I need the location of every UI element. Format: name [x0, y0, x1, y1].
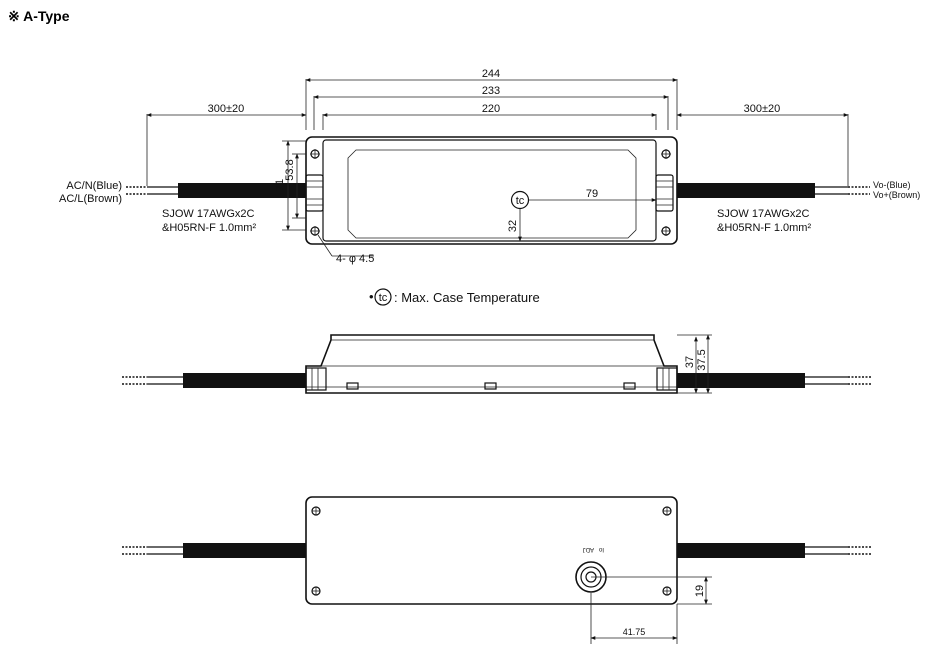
vent-slot [346, 382, 359, 390]
bottom-input-cable [183, 543, 306, 558]
housing-top [305, 136, 678, 245]
tc-symbol-icon: tc [374, 288, 392, 306]
tc-note: • tc : Max. Case Temperature [369, 288, 540, 306]
mounting-hole-icon [310, 226, 320, 236]
input-cable-spec-1: SJOW 17AWGx2C [162, 208, 255, 220]
dim-32-label: 32 [507, 220, 519, 232]
vent-slot [623, 382, 636, 390]
svg-text:tc: tc [379, 292, 388, 304]
dim-19-label: 19 [694, 585, 706, 597]
dim-37-label: 37 [684, 356, 696, 368]
bottom-output-cable [677, 543, 805, 558]
output-cable [677, 183, 815, 198]
dim-220-label: 220 [482, 103, 500, 115]
mounting-hole-icon [310, 149, 320, 159]
dim-53-8-label: 53.8 [284, 159, 296, 180]
mounting-hole-icon [661, 226, 671, 236]
side-input-cable [183, 373, 306, 388]
wire-strands-icon [126, 186, 147, 195]
input-cable [178, 183, 306, 198]
input-n-label: AC/N(Blue) [66, 180, 122, 192]
output-cable-spec-1: SJOW 17AWGx2C [717, 208, 810, 220]
dim-79-label: 79 [586, 188, 598, 200]
input-l-label: AC/L(Brown) [59, 193, 122, 205]
label-recess [347, 149, 637, 239]
page-title: ※ A-Type [8, 8, 70, 24]
svg-text:: Max. Case Temperature: : Max. Case Temperature [394, 290, 540, 305]
dim-71-label: 71 [274, 179, 286, 191]
side-view: 37 37.5 [122, 334, 872, 394]
svg-text:•: • [369, 289, 374, 304]
tc-point-icon: tc [510, 190, 530, 210]
dim-cable-left-label: 300±20 [208, 103, 245, 115]
housing-side [305, 334, 678, 394]
mounting-hole-icon [661, 149, 671, 159]
wire-strands-icon [848, 186, 870, 195]
screw-icon [662, 506, 672, 516]
dim-cable-right-label: 300±20 [744, 103, 781, 115]
adj-label: ADJ [583, 546, 594, 552]
screw-icon [311, 506, 321, 516]
output-cable-spec-2: &H05RN-F 1.0mm² [717, 222, 811, 234]
io-label: Io [598, 546, 604, 552]
screw-icon [311, 586, 321, 596]
dim-244-label: 244 [482, 68, 500, 80]
output-pos-label: Vo+(Brown) [873, 190, 920, 200]
output-neg-label: Vo-(Blue) [873, 180, 911, 190]
housing-bottom [305, 496, 678, 605]
top-view: 244 233 220 300±20 300±20 [59, 68, 920, 265]
bottom-view: ADJ Io 19 41.75 [122, 496, 872, 644]
dim-41-75-label: 41.75 [623, 627, 646, 637]
screw-icon [662, 586, 672, 596]
svg-text:tc: tc [516, 195, 525, 207]
mounting-holes-label: 4- φ 4.5 [336, 253, 374, 265]
dim-37-5-label: 37.5 [696, 349, 708, 370]
vent-slot [484, 382, 497, 390]
input-cable-spec-2: &H05RN-F 1.0mm² [162, 222, 256, 234]
dim-233-label: 233 [482, 85, 500, 97]
